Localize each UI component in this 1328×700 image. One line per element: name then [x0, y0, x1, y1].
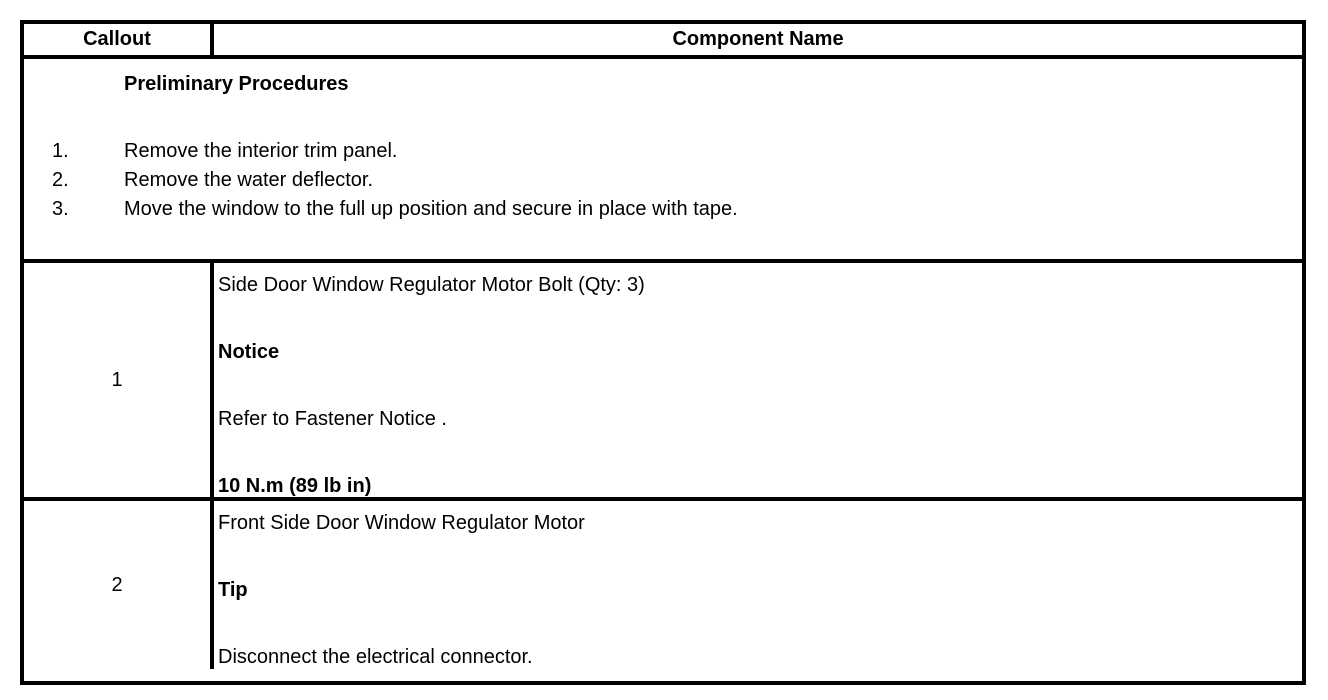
step-number: 2.: [52, 169, 69, 191]
step-number: 1.: [52, 140, 69, 162]
preliminary-step: 3. Move the window to the full up positio…: [24, 195, 1302, 224]
step-text: Remove the interior trim panel.: [124, 140, 398, 162]
preliminary-step: 2. Remove the water deflector.: [24, 166, 1302, 195]
callout-cell: 2: [24, 501, 214, 669]
callout-number: 2: [111, 573, 123, 596]
component-note-heading: Notice: [218, 341, 280, 363]
component-note-heading: Tip: [218, 579, 248, 601]
step-number: 3.: [52, 198, 69, 220]
callout-column-header: Callout: [24, 24, 214, 55]
step-text: Remove the water deflector.: [124, 169, 374, 191]
component-text: Front Side Door Window Regulator Motor: [218, 512, 585, 534]
component-text: Disconnect the electrical connector.: [218, 646, 533, 668]
table-row: 2 Front Side Door Window Regulator Motor…: [24, 497, 1302, 669]
component-callout-table: Callout Component Name Preliminary Proce…: [20, 20, 1306, 685]
preliminary-procedures-title: Preliminary Procedures: [124, 73, 349, 95]
component-note-heading: 10 N.m (89 lb in): [218, 475, 372, 497]
table-row: 1 Side Door Window Regulator Motor Bolt …: [24, 259, 1302, 497]
callout-number: 1: [111, 368, 123, 391]
component-text: Side Door Window Regulator Motor Bolt (Q…: [218, 274, 645, 296]
step-text: Move the window to the full up position …: [124, 198, 738, 220]
preliminary-steps-list: 1. Remove the interior trim panel. 2. Remov…: [24, 137, 1302, 224]
table-header-row: Callout Component Name: [24, 24, 1302, 55]
component-name-cell: Side Door Window Regulator Motor Bolt (Q…: [214, 263, 1302, 497]
preliminary-step: 1. Remove the interior trim panel.: [24, 137, 1302, 166]
preliminary-procedures-row: Preliminary Procedures 1. Remove the inte…: [24, 55, 1302, 259]
component-name-column-header: Component Name: [672, 28, 844, 50]
component-text: Refer to Fastener Notice .: [218, 408, 447, 430]
callout-cell: 1: [24, 263, 214, 497]
